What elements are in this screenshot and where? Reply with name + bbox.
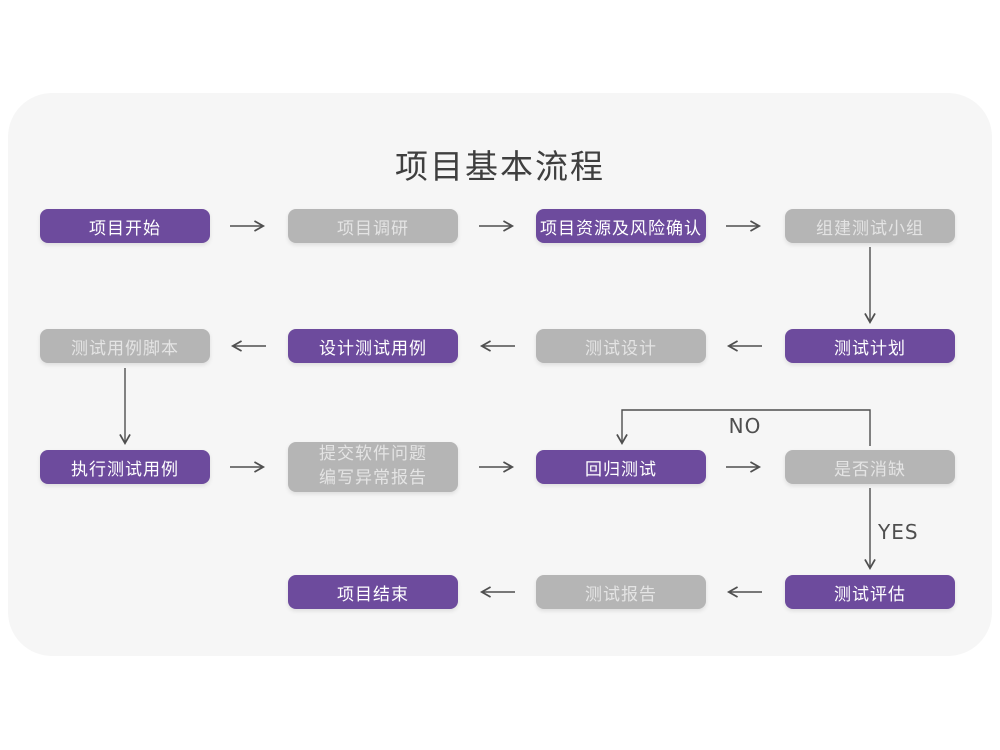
node-submit-problem-report: 提交软件问题 编写异常报告 xyxy=(288,442,458,492)
node-test-plan: 测试计划 xyxy=(785,329,955,363)
node-label: 项目调研 xyxy=(337,218,409,239)
node-label-line2: 编写异常报告 xyxy=(319,468,427,488)
flowchart-card: 项目基本流程 xyxy=(8,93,992,656)
node-regression-test: 回归测试 xyxy=(536,450,706,484)
node-label: 是否消缺 xyxy=(834,459,906,480)
node-label-line1: 提交软件问题 xyxy=(319,444,427,465)
node-label: 测试用例脚本 xyxy=(71,338,179,359)
node-build-test-team: 组建测试小组 xyxy=(785,209,955,243)
node-label: 测试设计 xyxy=(585,338,657,359)
node-label: 项目结束 xyxy=(337,584,409,605)
node-resource-risk-confirm: 项目资源及风险确认 xyxy=(536,209,706,243)
node-label: 设计测试用例 xyxy=(319,338,427,359)
node-project-end: 项目结束 xyxy=(288,575,458,609)
node-project-research: 项目调研 xyxy=(288,209,458,243)
node-label: 项目资源及风险确认 xyxy=(540,218,702,239)
node-defect-cleared-check: 是否消缺 xyxy=(785,450,955,484)
node-test-evaluate: 测试评估 xyxy=(785,575,955,609)
node-test-report: 测试报告 xyxy=(536,575,706,609)
node-test-case-script: 测试用例脚本 xyxy=(40,329,210,363)
node-label: 测试评估 xyxy=(834,584,906,605)
node-label: 回归测试 xyxy=(585,459,657,480)
node-label: 执行测试用例 xyxy=(71,459,179,480)
node-project-start: 项目开始 xyxy=(40,209,210,243)
node-label: 测试计划 xyxy=(834,338,906,359)
node-design-test-case: 设计测试用例 xyxy=(288,329,458,363)
page-title: 项目基本流程 xyxy=(395,147,605,186)
edge-label-yes: YES xyxy=(878,520,919,544)
node-label: 测试报告 xyxy=(585,584,657,605)
node-execute-test-case: 执行测试用例 xyxy=(40,450,210,484)
node-label: 组建测试小组 xyxy=(816,218,924,239)
node-label: 项目开始 xyxy=(89,218,161,239)
edge-label-no: NO xyxy=(728,414,762,438)
node-test-design: 测试设计 xyxy=(536,329,706,363)
